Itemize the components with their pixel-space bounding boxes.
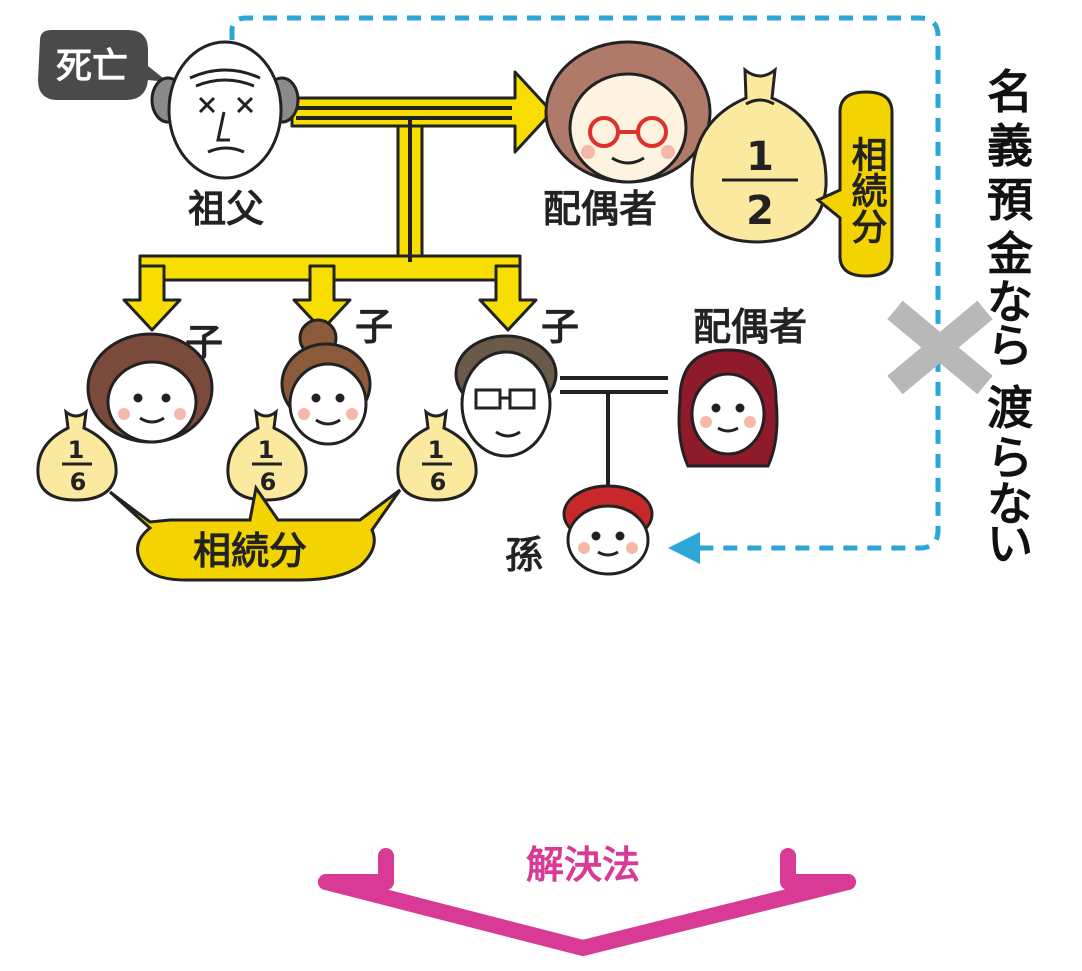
spouse-face <box>544 40 712 184</box>
child-2-money-bag-icon <box>226 408 308 502</box>
spouse-money-bag-icon <box>690 66 828 244</box>
arrow-to-child-2 <box>292 264 352 332</box>
children-share-bubble: 相続分 <box>108 484 402 582</box>
children-share-note: 相続分 <box>193 529 307 573</box>
solution-arrow-icon <box>318 848 856 956</box>
child-1-money-bag-icon <box>36 408 118 502</box>
child-2-share-denominator: 6 <box>260 468 277 496</box>
child-spouse-face <box>677 348 779 468</box>
vertical-note-char-0: 名 <box>987 65 1033 119</box>
spouse-share-bubble: 相続分 <box>815 90 894 278</box>
arrow-to-child-3 <box>478 264 538 332</box>
arrow-to-spouse <box>290 70 554 154</box>
grandfather-face <box>150 40 300 180</box>
vertical-note-char-8: な <box>987 477 1033 531</box>
vertical-note-char-3: 金 <box>986 227 1034 281</box>
child-1-face <box>86 332 214 444</box>
vertical-note-char-7: ら <box>987 431 1033 485</box>
vertical-note: 名 義 預 金 な ら 渡 ら な い <box>986 65 1034 571</box>
spouse-share-note: 相続分 <box>846 136 888 244</box>
vertical-note-char-4: な <box>987 275 1033 329</box>
spouse-share-numerator: 1 <box>746 134 774 180</box>
child-2-share-numerator: 1 <box>258 436 275 464</box>
child-3-share-numerator: 1 <box>428 436 445 464</box>
child-3-face <box>454 334 558 458</box>
vertical-note-char-9: い <box>987 517 1033 571</box>
grandchild-face <box>562 484 654 576</box>
vertical-note-char-2: 預 <box>987 173 1033 227</box>
spouse-label: 配偶者 <box>543 187 657 231</box>
vertical-note-char-5: ら <box>987 319 1033 373</box>
arrow-to-child-1 <box>122 264 182 332</box>
child-spouse-label: 配偶者 <box>693 305 807 349</box>
vertical-note-char-1: 義 <box>987 119 1033 173</box>
vertical-note-char-6: 渡 <box>987 381 1033 435</box>
grandfather-label: 祖父 <box>188 187 264 231</box>
spouse-share-denominator: 2 <box>746 188 774 234</box>
child-3-money-bag-icon <box>396 408 478 502</box>
child-3-share-denominator: 6 <box>430 468 447 496</box>
child-1-share-denominator: 6 <box>70 468 87 496</box>
grandchild-label: 孫 <box>505 533 543 577</box>
death-bubble-text: 死亡 <box>56 46 128 87</box>
death-bubble: 死亡 <box>38 30 168 100</box>
child-1-share-numerator: 1 <box>68 436 85 464</box>
child-3-label: 子 <box>541 305 579 349</box>
child-2-face <box>280 318 372 446</box>
solution-label: 解決法 <box>526 843 640 887</box>
dashed-route <box>229 15 941 564</box>
inheritance-arrows <box>122 70 554 332</box>
cross-icon <box>887 300 993 395</box>
dashed-arrowhead-icon <box>668 532 700 564</box>
child-2-label: 子 <box>355 305 393 349</box>
